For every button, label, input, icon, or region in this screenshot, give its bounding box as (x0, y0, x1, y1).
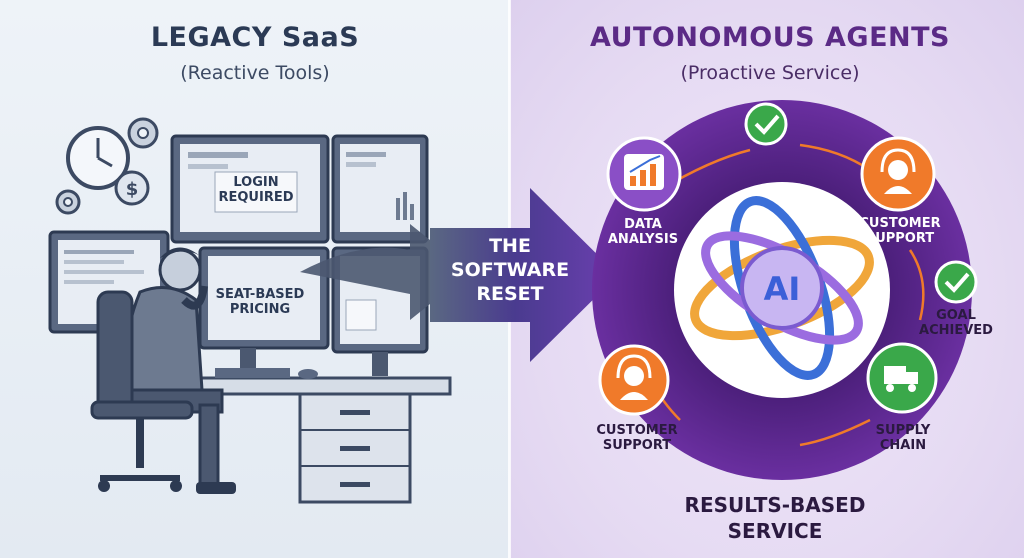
customer-support-bottom-label: CUSTOMER SUPPORT (592, 423, 682, 453)
arrow-line-3: RESET (476, 283, 544, 305)
monitor-top-center (170, 134, 330, 244)
goal-achieved-label: GOAL ACHIEVED (916, 308, 996, 338)
goal-achieved-line-2: ACHIEVED (919, 323, 993, 338)
dollar-icon: $ (114, 170, 150, 206)
monitor-center (198, 246, 330, 370)
supply-chain-line-1: SUPPLY (875, 423, 931, 438)
results-based-line-2: SERVICE (727, 519, 823, 543)
seat-based-line-2: PRICING (229, 302, 291, 317)
results-based-line-1: RESULTS-BASED (684, 493, 866, 517)
legacy-subtitle: (Reactive Tools) (180, 62, 330, 84)
gear-icon (55, 117, 159, 215)
goal-achieved-line-1: GOAL (936, 308, 976, 323)
clock-icon (66, 126, 130, 190)
results-based-service-label: RESULTS-BASED SERVICE (650, 492, 900, 544)
small-arrow (300, 224, 470, 320)
login-required-label: LOGIN REQUIRED (215, 175, 297, 205)
supply-chain-label: SUPPLY CHAIN (858, 423, 948, 453)
monitor-top-right (331, 134, 429, 244)
supply-chain-node (866, 342, 938, 414)
data-analysis-label: DATA ANALYSIS (600, 217, 686, 247)
goal-check-icon (934, 260, 978, 304)
customer-support-top-line-2: SUPPORT (865, 231, 935, 246)
ai-core (740, 246, 824, 330)
customer-support-bottom-line-1: CUSTOMER (596, 423, 678, 438)
agents-title: AUTONOMOUS AGENTS (590, 22, 950, 53)
supply-chain-line-2: CHAIN (879, 438, 927, 453)
customer-support-bottom-node (598, 344, 670, 416)
chart-icon (629, 155, 661, 186)
login-required-line-2: REQUIRED (218, 190, 294, 205)
software-reset-arrow (300, 188, 618, 362)
headset-icon-bottom (616, 354, 652, 400)
software-reset-text: THE SOFTWARE RESET (425, 234, 595, 306)
data-analysis-line-2: ANALYSIS (607, 232, 679, 247)
truck-icon (884, 366, 918, 392)
office-chair (90, 290, 194, 492)
arrow-line-1: THE (489, 235, 531, 257)
headset-icon (880, 148, 916, 194)
customer-support-top-label: CUSTOMER SUPPORT (855, 216, 945, 246)
data-analysis-line-1: DATA (624, 217, 662, 232)
seat-based-line-1: SEAT-BASED (215, 287, 305, 302)
legacy-title: LEGACY SaaS (150, 22, 360, 53)
svg-text:$: $ (126, 179, 139, 200)
agents-diagram: AI (592, 100, 978, 480)
big-arrow (430, 188, 618, 362)
ai-label: AI (764, 270, 801, 308)
data-analysis-node (606, 136, 682, 212)
agents-subtitle: (Proactive Service) (680, 62, 860, 84)
seat-based-pricing-label: SEAT-BASED PRICING (205, 287, 315, 317)
desk (148, 368, 452, 504)
customer-support-bottom-line-2: SUPPORT (602, 438, 672, 453)
legacy-illustration: $ (48, 117, 452, 504)
customer-support-top-node (860, 136, 936, 212)
customer-support-top-line-1: CUSTOMER (859, 216, 941, 231)
login-required-line-1: LOGIN (233, 175, 279, 190)
check-icon (744, 102, 788, 146)
arrow-line-2: SOFTWARE (450, 259, 570, 281)
